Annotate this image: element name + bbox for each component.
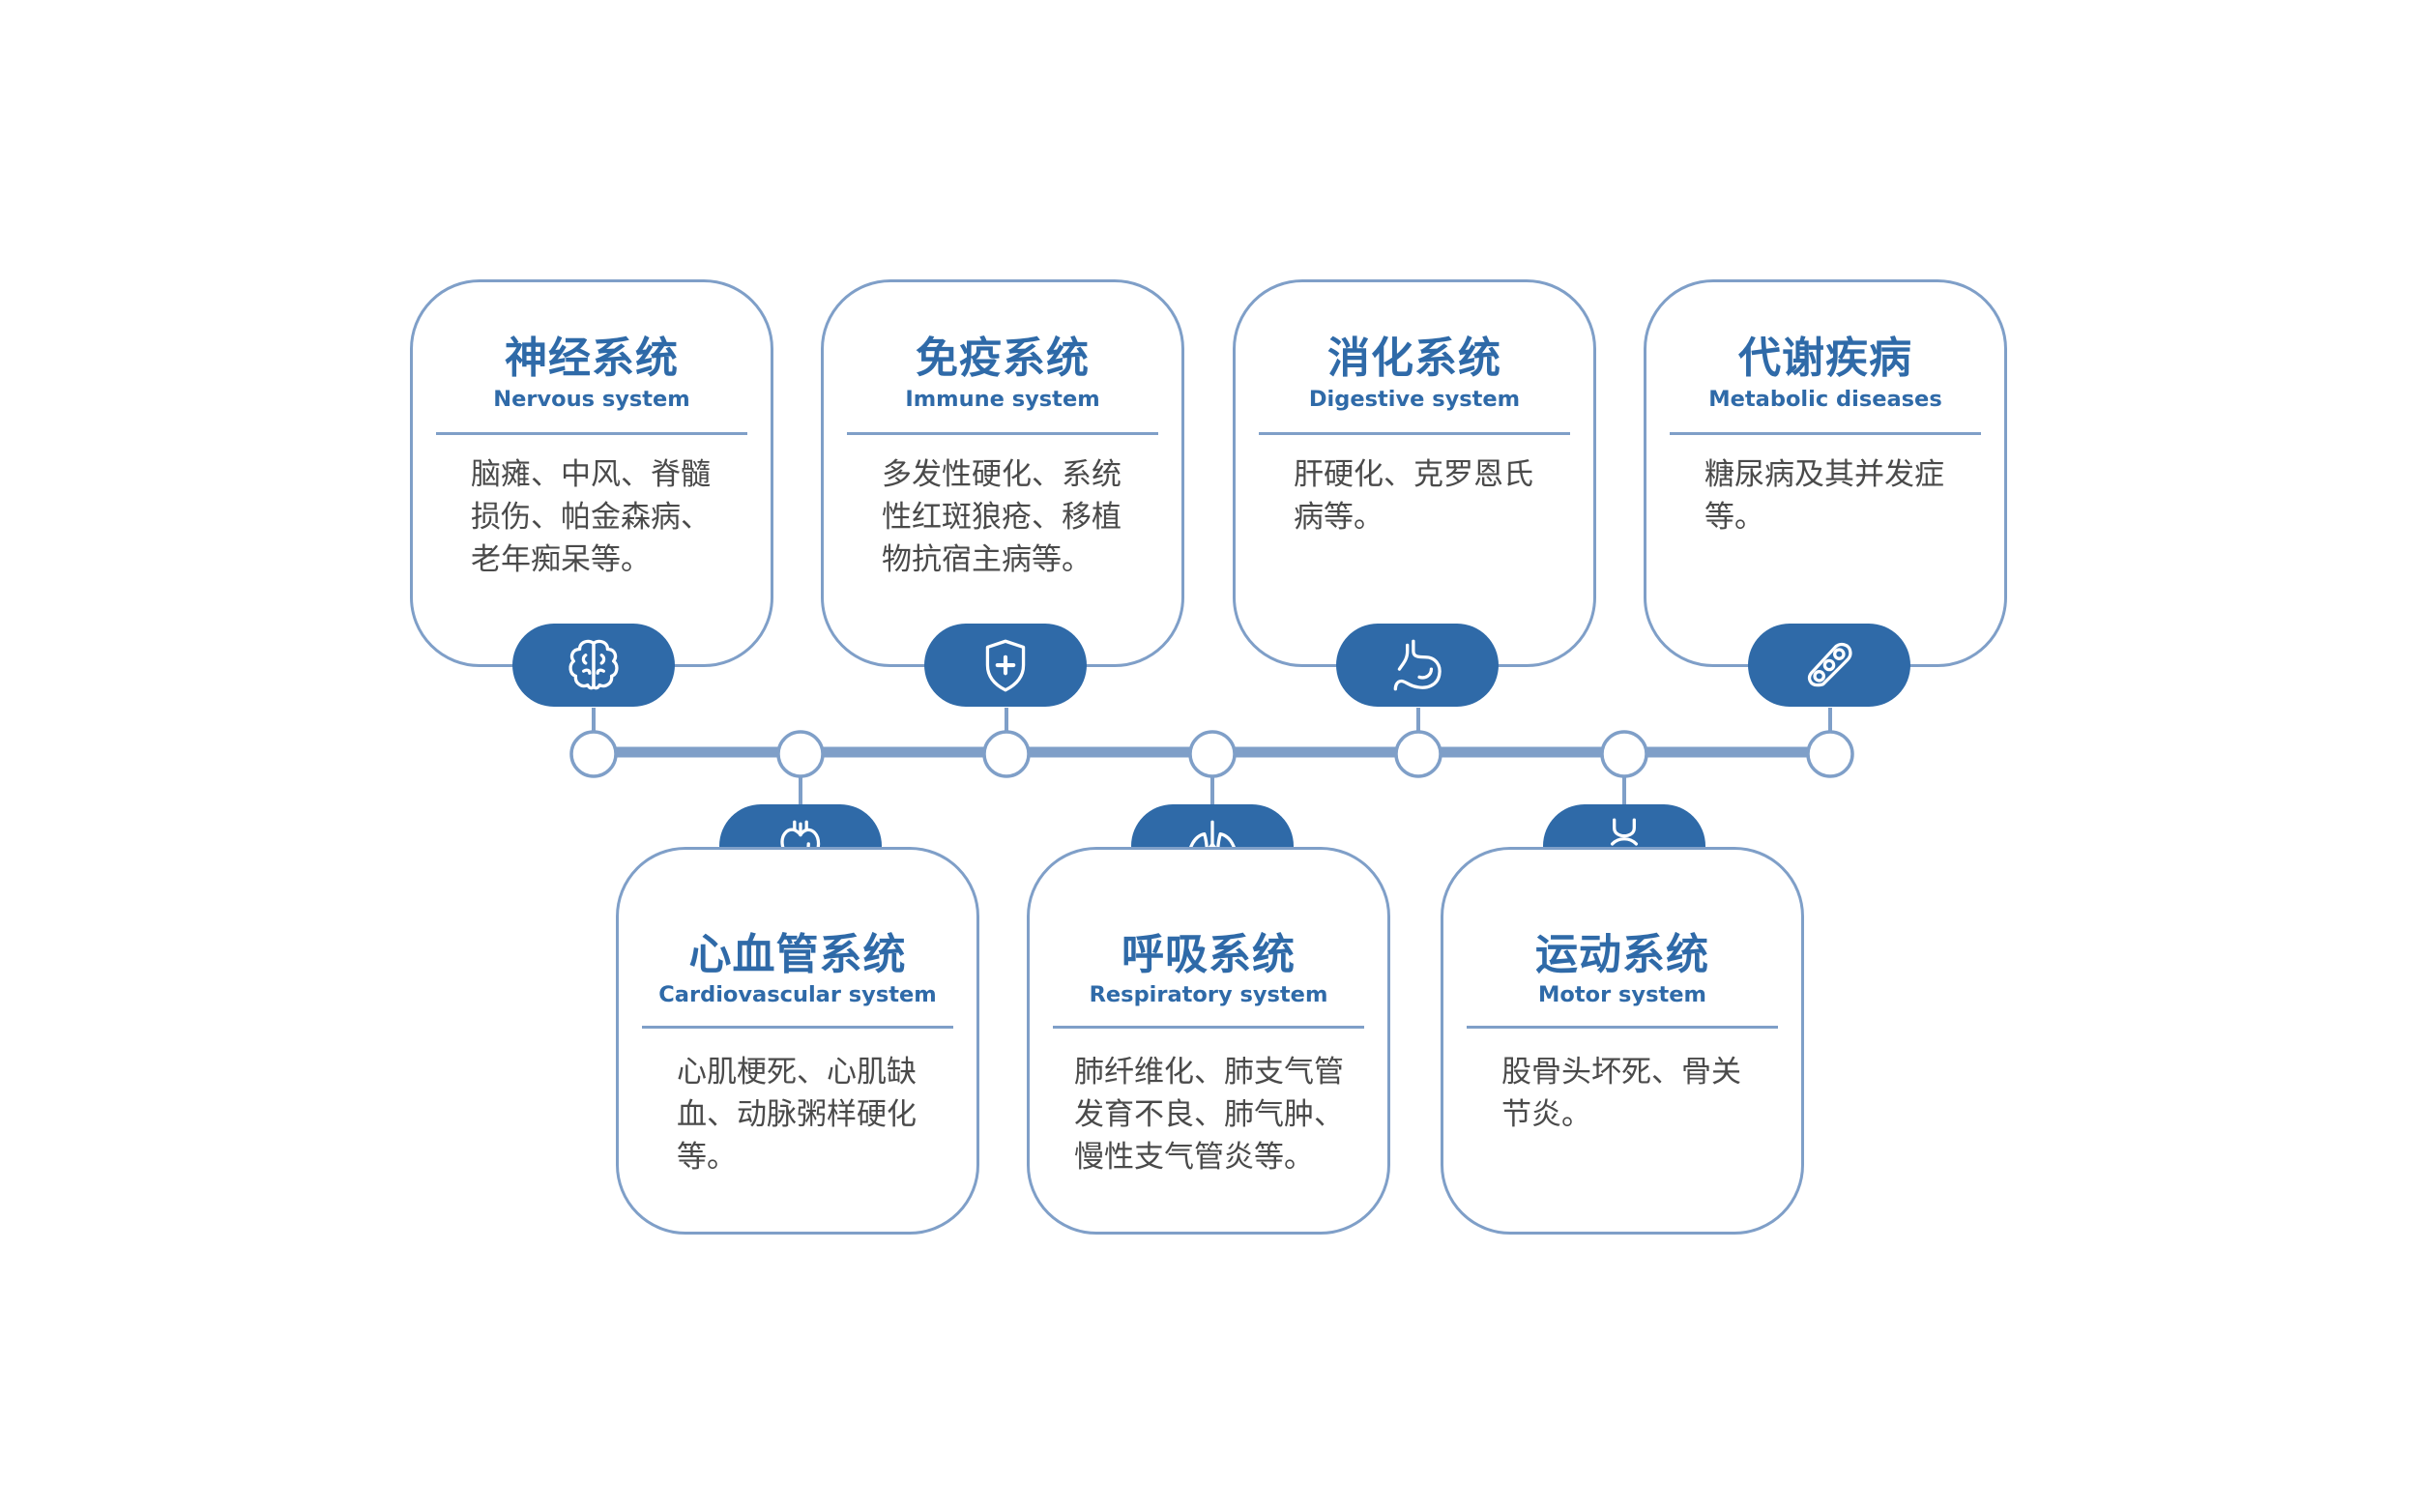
card-divider bbox=[1053, 1026, 1364, 1029]
timeline-node-7 bbox=[1806, 730, 1854, 778]
card-immune-system: 免疫系统 Immune system 多发性硬化、系统 性红斑狼疮、移植 物抗宿… bbox=[821, 279, 1184, 667]
card-description: 肺纤维化、肺支气管 发育不良、肺气肿、 慢性支气管炎等。 bbox=[1074, 1055, 1344, 1175]
molecule-badge bbox=[1748, 624, 1910, 707]
card-divider bbox=[847, 432, 1158, 435]
card-respiratory-system: 呼吸系统 Respiratory system 肺纤维化、肺支气管 发育不良、肺… bbox=[1027, 847, 1390, 1235]
card-description: 脑瘫、中风、脊髓 损伤、帕金森病、 老年痴呆等。 bbox=[471, 457, 711, 577]
card-title: 神经系统 bbox=[505, 334, 679, 383]
card-subtitle: Motor system bbox=[1538, 982, 1706, 1007]
card-divider bbox=[1259, 432, 1570, 435]
card-digestive-system: 消化系统 Digestive system 肝硬化、克罗恩氏 病等。 bbox=[1233, 279, 1596, 667]
card-description: 肝硬化、克罗恩氏 病等。 bbox=[1294, 457, 1533, 535]
card-subtitle: Digestive system bbox=[1308, 387, 1521, 412]
card-subtitle: Immune system bbox=[905, 387, 1100, 412]
card-subtitle: Respiratory system bbox=[1089, 982, 1328, 1007]
card-title: 消化系统 bbox=[1327, 334, 1501, 383]
shield-badge bbox=[924, 624, 1087, 707]
brain-badge bbox=[512, 624, 675, 707]
card-title: 代谢疾病 bbox=[1738, 334, 1912, 383]
timeline-node-2 bbox=[776, 730, 825, 778]
card-description: 糖尿病及其并发症 等。 bbox=[1704, 457, 1944, 535]
card-nervous-system: 神经系统 Nervous system 脑瘫、中风、脊髓 损伤、帕金森病、 老年… bbox=[410, 279, 773, 667]
card-subtitle: Cardiovascular system bbox=[658, 982, 937, 1007]
timeline-node-4 bbox=[1188, 730, 1237, 778]
stomach-icon bbox=[1393, 639, 1442, 691]
card-motor-system: 运动系统 Motor system 股骨头坏死、骨关 节炎。 bbox=[1441, 847, 1804, 1235]
timeline-node-3 bbox=[982, 730, 1031, 778]
card-divider bbox=[1467, 1026, 1778, 1029]
card-title: 呼吸系统 bbox=[1122, 930, 1296, 979]
molecule-icon bbox=[1807, 642, 1852, 687]
card-subtitle: Metabolic diseases bbox=[1708, 387, 1942, 412]
card-divider bbox=[1670, 432, 1981, 435]
timeline-node-1 bbox=[569, 730, 618, 778]
brain-icon bbox=[568, 639, 619, 690]
card-cardiovascular-system: 心血管系统 Cardiovascular system 心肌梗死、心肌缺 血、动… bbox=[616, 847, 979, 1235]
card-divider bbox=[642, 1026, 953, 1029]
stomach-badge bbox=[1336, 624, 1499, 707]
card-description: 多发性硬化、系统 性红斑狼疮、移植 物抗宿主病等。 bbox=[882, 457, 1122, 577]
card-title: 心血管系统 bbox=[688, 930, 907, 979]
shield-plus-icon bbox=[985, 639, 1026, 692]
card-description: 心肌梗死、心肌缺 血、动脉粥样硬化 等。 bbox=[677, 1055, 917, 1175]
card-title: 免疫系统 bbox=[916, 334, 1090, 383]
card-title: 运动系统 bbox=[1535, 930, 1709, 979]
timeline-node-6 bbox=[1600, 730, 1648, 778]
card-subtitle: Nervous system bbox=[493, 387, 690, 412]
timeline-node-5 bbox=[1394, 730, 1442, 778]
card-divider bbox=[436, 432, 747, 435]
card-description: 股骨头坏死、骨关 节炎。 bbox=[1501, 1055, 1741, 1132]
card-metabolic-diseases: 代谢疾病 Metabolic diseases 糖尿病及其并发症 等。 bbox=[1644, 279, 2007, 667]
